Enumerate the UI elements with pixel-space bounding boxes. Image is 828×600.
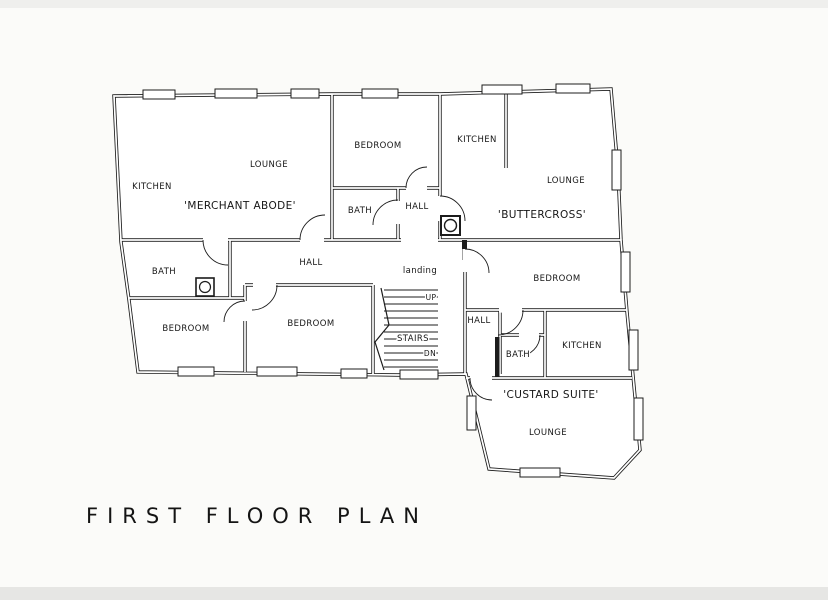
room-label-center-bedroom: BEDROOM — [287, 319, 334, 329]
shower-drain — [198, 280, 212, 294]
room-label-mid-bedroom: BEDROOM — [354, 141, 401, 151]
room-label-buttercross-lounge: LOUNGE — [547, 176, 585, 186]
room-label-right-hall: HALL — [467, 316, 490, 326]
room-label-landing: landing — [403, 266, 437, 276]
page-title: FIRST FLOOR PLAN — [86, 504, 428, 528]
room-label-merchant-lounge: LOUNGE — [250, 160, 288, 170]
stairs-break-line — [374, 287, 390, 371]
stairs-treads — [374, 287, 438, 371]
bath-fixtures — [195, 215, 461, 297]
solid-wall-segment — [495, 337, 500, 377]
unit-label-custard-suite: 'CUSTARD SUITE' — [503, 389, 598, 401]
room-label-left-hall: HALL — [299, 258, 322, 268]
room-label-custard-bath: BATH — [506, 350, 530, 360]
room-label-merchant-kitchen: KITCHEN — [132, 182, 172, 192]
stairs-label: STAIRS — [397, 334, 429, 344]
room-labels: KITCHEN LOUNGE 'MERCHANT ABODE' BEDROOM … — [131, 134, 603, 440]
stairs-dn-label: DN — [424, 349, 436, 358]
door-swing-arcs — [202, 166, 541, 401]
building-footprint — [114, 89, 640, 478]
room-label-mid-hall: HALL — [405, 202, 428, 212]
room-label-mid-bath: BATH — [348, 206, 372, 216]
unit-label-buttercross: 'BUTTERCROSS' — [498, 209, 586, 221]
shower-drain — [443, 218, 458, 233]
room-label-left-bath: BATH — [152, 267, 176, 277]
room-label-left-bedroom: BEDROOM — [162, 324, 209, 334]
bottom-letterbox — [0, 587, 828, 600]
stairs-up-label: UP — [426, 293, 437, 302]
unit-label-merchant-abode: 'MERCHANT ABODE' — [184, 200, 296, 212]
room-label-buttercross-kitchen: KITCHEN — [457, 135, 497, 145]
top-letterbox — [0, 0, 828, 8]
room-label-custard-kitchen: KITCHEN — [562, 341, 602, 351]
windows — [142, 83, 644, 478]
room-label-custard-lounge: LOUNGE — [529, 428, 567, 438]
room-label-right-bedroom: BEDROOM — [533, 274, 580, 284]
